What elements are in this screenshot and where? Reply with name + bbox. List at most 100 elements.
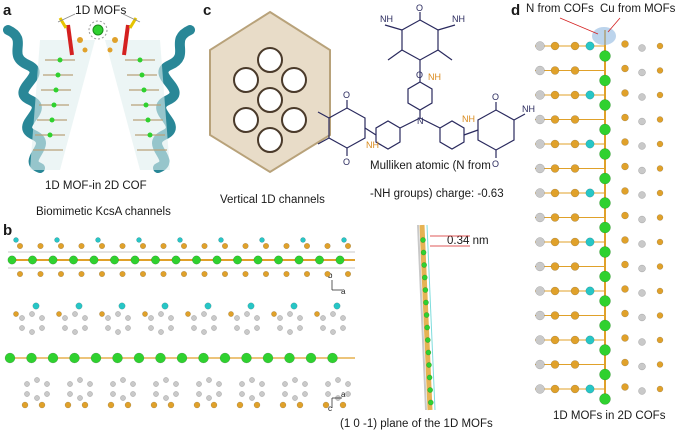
ring-atom (44, 391, 50, 397)
ring-atom (163, 377, 169, 383)
ring-atom (345, 391, 351, 397)
ring-atom (39, 315, 45, 321)
carbon-atom (656, 336, 664, 344)
ring-atom (297, 325, 303, 331)
cof-pore (257, 127, 283, 153)
cyan-atom (32, 302, 40, 310)
carbon-atom (550, 115, 560, 124)
ring-atom (110, 391, 116, 397)
carbon-atom (621, 138, 629, 146)
ring-atom (130, 391, 136, 397)
copper-atom (422, 287, 429, 293)
ring-atom (115, 311, 121, 317)
copper-atom (176, 352, 188, 364)
ring-atom (77, 377, 83, 383)
vertical-channels-caption: Vertical 1D channels (220, 194, 325, 206)
copper-atom (421, 274, 428, 281)
cyan-atom (585, 335, 595, 345)
carbon-atom (119, 270, 126, 278)
carbon-atom (550, 164, 560, 173)
ring-atom (320, 325, 326, 331)
plane-caption: (1 0 -1) plane of the 1D MOFs (340, 418, 493, 430)
ring-atom (191, 325, 197, 331)
carbon-atom (107, 401, 115, 409)
cyan-atom (585, 286, 595, 296)
cyan-atom (290, 302, 298, 310)
carbon-atom (167, 401, 175, 409)
axis-a-up-label: a (341, 390, 346, 399)
ring-atom (168, 325, 174, 331)
ring-atom (535, 41, 545, 51)
cof-pore (233, 107, 259, 133)
cyan-atom (95, 237, 101, 243)
copper-atom (110, 255, 119, 265)
svg-text:NH: NH (522, 104, 535, 114)
carbon-atom (303, 270, 311, 278)
ring-atom (535, 335, 545, 345)
ring-atom (638, 215, 646, 224)
copper-atom (47, 352, 59, 364)
copper-atom (599, 148, 611, 160)
carbon-atom (344, 270, 352, 278)
carbon-atom (283, 270, 290, 278)
carbon-atom (37, 270, 44, 278)
ring-atom (29, 311, 35, 317)
carbon-atom (570, 262, 580, 271)
ring-atom (44, 381, 50, 387)
cof-pore (233, 67, 259, 93)
copper-atom (151, 255, 160, 265)
copper-atom (424, 337, 431, 343)
carbon-atom (621, 64, 629, 73)
ring-atom (297, 315, 303, 321)
carbon-atom (656, 165, 664, 172)
ring-atom (535, 261, 545, 272)
copper-atom (155, 352, 166, 364)
carbon-atom (656, 116, 664, 123)
ring-atom (239, 391, 245, 397)
cyan-atom (136, 237, 142, 243)
copper-atom (274, 255, 283, 265)
cyan-atom (247, 302, 255, 310)
chemical-structure (317, 12, 526, 158)
copper-atom (7, 255, 17, 265)
ring-atom (234, 325, 240, 331)
carbon-atom (621, 334, 629, 342)
ring-atom (638, 289, 646, 297)
carbon-atom (570, 188, 580, 198)
copper-atom (241, 352, 252, 364)
carbon-atom (221, 270, 229, 278)
cyan-atom (177, 237, 183, 243)
copper-atom (599, 295, 611, 307)
carbon-atom (570, 311, 580, 320)
cyan-atom (585, 188, 595, 198)
copper-atom (599, 368, 611, 381)
ring-atom (535, 237, 545, 247)
ring-atom (535, 114, 545, 125)
ring-atom (535, 90, 545, 100)
carbon-atom (621, 113, 629, 122)
carbon-atom (242, 270, 249, 278)
copper-atom (133, 352, 145, 364)
ring-atom (292, 395, 298, 401)
svg-text:O: O (492, 159, 499, 169)
svg-text:NH: NH (366, 140, 379, 150)
carbon-atom (570, 335, 580, 345)
axis-a-right-label: a (341, 287, 346, 296)
carbon-atom (16, 270, 24, 278)
ring-atom (87, 391, 93, 397)
cyan-atom (341, 237, 347, 243)
ring-atom (19, 315, 25, 321)
carbon-atom (180, 242, 188, 250)
svg-text:O: O (416, 3, 423, 13)
carbon-atom (656, 91, 664, 99)
copper-atom (424, 324, 431, 331)
honeycomb-cof-structure (209, 10, 331, 174)
cyan-atom (585, 384, 595, 394)
panel-a-kcsa-model (3, 13, 195, 173)
central-ion (92, 24, 104, 36)
carbon-atom (242, 242, 249, 250)
ring-atom (196, 391, 202, 397)
carbon-atom (221, 242, 229, 250)
carbon-atom (656, 385, 664, 393)
ring-atom (345, 381, 351, 387)
